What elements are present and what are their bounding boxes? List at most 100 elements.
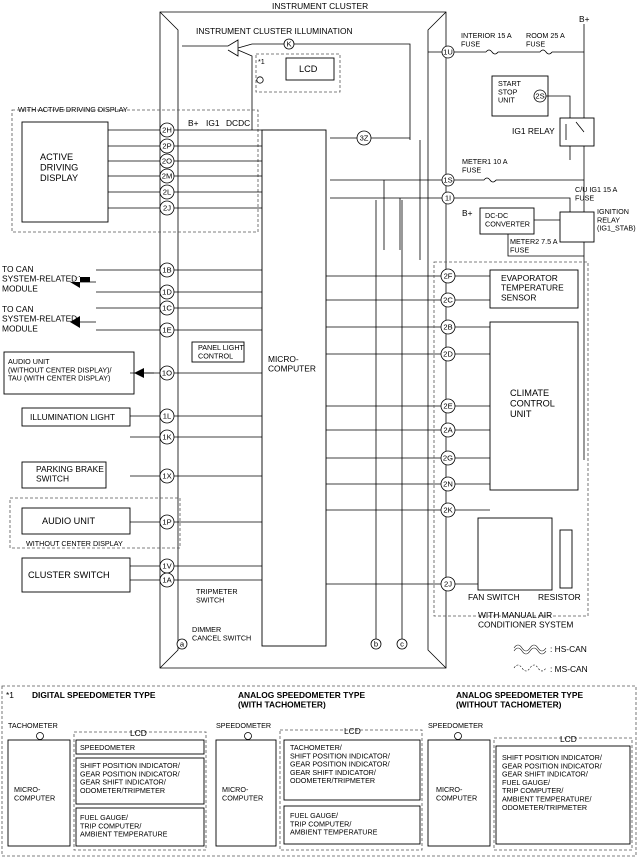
digital-lcd: LCD: [130, 728, 147, 738]
pin-3z: 3Z: [360, 134, 369, 143]
instrument-cluster-body: [159, 11, 447, 669]
pin-r-2c: 2C: [443, 296, 453, 305]
fan-switch-label: FAN SWITCH: [468, 592, 520, 602]
audio-unit-box: [21, 507, 131, 535]
pin-r-2b: 2B: [443, 323, 452, 332]
analog-tach-gauge: SPEEDOMETER: [216, 721, 271, 730]
pin-1p: 1P: [162, 518, 171, 527]
analog-tach-item-2: FUEL GAUGE/TRIP COMPUTER/AMBIENT TEMPERA…: [290, 811, 378, 837]
pin-k: K: [286, 40, 291, 49]
pin-2m: 2M: [162, 172, 173, 181]
pin-2p: 2P: [162, 142, 171, 151]
digital-item-2: SHIFT POSITION INDICATOR/GEAR POSITION I…: [80, 761, 180, 795]
active-display-group-label: WITH ACTIVE DRIVING DISPLAY: [18, 105, 128, 114]
pin-1x: 1X: [162, 472, 171, 481]
illumination-title: INSTRUMENT CLUSTER ILLUMINATION: [196, 26, 353, 36]
pin-1e: 1E: [162, 326, 171, 335]
active-display-box: [21, 121, 109, 223]
pin-1c: 1C: [162, 304, 172, 313]
bplus-top: B+: [579, 14, 590, 24]
pin-r-2n: 2N: [443, 480, 453, 489]
pin-1u: 1U: [443, 48, 453, 57]
lcd-meter-icon: [256, 76, 264, 84]
fan-switch-box: [477, 517, 553, 591]
panel-note: *1: [6, 690, 14, 700]
pin-1k: 1K: [162, 433, 171, 442]
pin-r-2g: 2G: [443, 454, 453, 463]
pin-r-2f: 2F: [444, 272, 453, 281]
pin-1d: 1D: [162, 288, 172, 297]
supply-bplus: B+: [188, 118, 199, 128]
digital-gauge: TACHOMETER: [8, 721, 58, 730]
pin-1b: 1B: [162, 266, 171, 275]
ig1-relay-box: [559, 117, 595, 147]
analog-tach-title: ANALOG SPEEDOMETER TYPE(WITH TACHOMETER): [238, 690, 365, 710]
audio-unit-label: AUDIO UNIT: [42, 516, 95, 526]
lcd-type-panel: [1, 685, 637, 857]
ref-c: c: [400, 640, 404, 649]
climate-control-box: [489, 321, 579, 491]
cluster-switch-box: [21, 557, 131, 593]
ms-can-legend: : MS-CAN: [550, 664, 588, 674]
illumination-light-label: ILLUMINATION LIGHT: [30, 412, 115, 422]
active-display-group: [11, 109, 259, 233]
pin-r-2e: 2E: [443, 402, 452, 411]
pin-r-2d: 2D: [443, 350, 453, 359]
without-center-label: WITHOUT CENTER DISPLAY: [26, 539, 123, 548]
illumination-light-box: [21, 407, 131, 427]
analog-tach-micro: MICRO-COMPUTER: [222, 785, 263, 802]
ignition-relay-box: [559, 211, 595, 243]
analog-tach-type: ANALOG SPEEDOMETER TYPE(WITH TACHOMETER)…: [215, 690, 423, 851]
cluster-switch-label: CLUSTER SWITCH: [28, 570, 110, 580]
lcd-group: [255, 53, 341, 93]
pin-r-2k: 2K: [443, 506, 452, 515]
digital-item-3: FUEL GAUGE/TRIP COMPUTER/AMBIENT TEMPERA…: [80, 813, 168, 839]
manual-ac-group: [433, 261, 589, 617]
pin-r-2j: 2J: [444, 580, 452, 589]
microcomputer-label: MICRO-COMPUTER: [268, 354, 316, 374]
ref-b: b: [374, 640, 378, 649]
parking-brake-box: [21, 461, 107, 489]
analog-notach-gauge: SPEEDOMETER: [428, 721, 483, 730]
dcdc-converter-box: [479, 207, 535, 235]
pin-2j: 2J: [163, 204, 171, 213]
lcd-note-mark: *1: [258, 57, 265, 66]
digital-item-1: SPEEDOMETER: [80, 743, 135, 752]
hs-can-legend: : HS-CAN: [550, 644, 587, 654]
analog-notach-micro: MICRO-COMPUTER: [436, 785, 477, 802]
analog-notach-item-1: SHIFT POSITION INDICATOR/GEAR POSITION I…: [502, 753, 602, 812]
resistor-label: RESISTOR: [538, 592, 581, 602]
bplus-dcdc: B+: [462, 208, 473, 218]
analog-notach-type: ANALOG SPEEDOMETER TYPE(WITHOUT TACHOMET…: [427, 690, 633, 851]
analog-notach-lcd: LCD: [560, 734, 577, 744]
lcd-label: LCD: [299, 64, 318, 74]
supply-dcdc: DCDC: [226, 118, 250, 128]
lcd-box: [285, 57, 335, 81]
pin-2h: 2H: [162, 126, 172, 135]
pin-1v: 1V: [162, 562, 172, 571]
pin-1s: 1S: [443, 176, 452, 185]
digital-micro: MICRO-COMPUTER: [14, 785, 55, 802]
pin-2l: 2L: [163, 188, 171, 197]
arrow-can-2-icon: [70, 316, 80, 328]
pin-1o: 1O: [162, 369, 172, 378]
